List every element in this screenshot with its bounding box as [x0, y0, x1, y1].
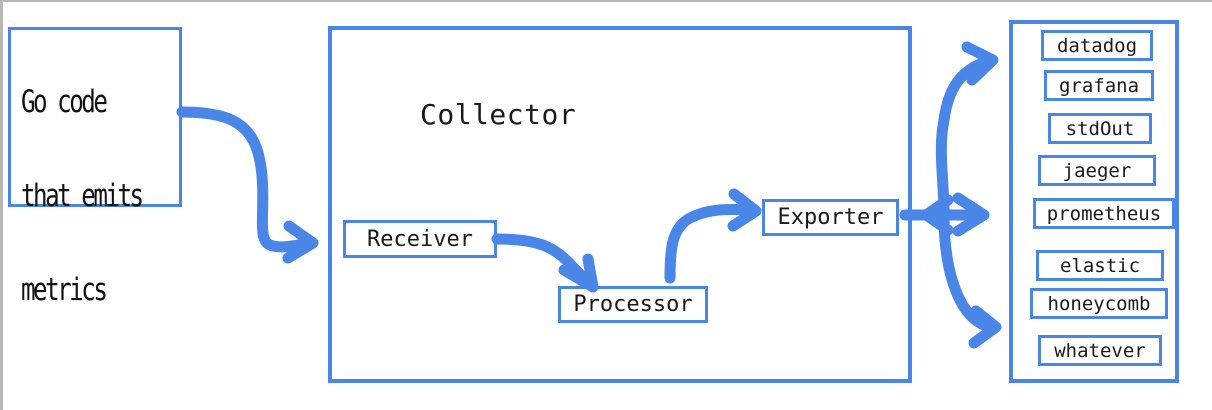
backend-item-grafana: grafana	[1044, 70, 1154, 101]
backend-item-jaeger: jaeger	[1038, 155, 1156, 186]
arrow-source-to-collector	[176, 106, 319, 264]
backend-item-stdout: stdOut	[1048, 113, 1152, 144]
receiver-box: Receiver	[343, 220, 497, 258]
source-line-2: that emits	[21, 178, 144, 214]
backend-item-elastic: elastic	[1036, 250, 1164, 281]
go-code-source-box: Go code that emits metrics	[8, 27, 182, 308]
page-edge-left	[0, 0, 3, 410]
backend-item-prometheus: prometheus	[1033, 198, 1175, 229]
arrow-exporter-to-backends	[899, 41, 1002, 349]
source-line-1: Go code	[21, 84, 108, 120]
backend-item-whatever: whatever	[1038, 335, 1162, 366]
processor-box: Processor	[558, 286, 708, 323]
source-line-3: metrics	[21, 272, 108, 308]
exporter-box: Exporter	[762, 199, 899, 236]
backend-item-honeycomb: honeycomb	[1030, 288, 1168, 319]
collector-title: Collector	[420, 98, 577, 131]
page-edge-top	[0, 0, 1212, 2]
backend-item-datadog: datadog	[1041, 30, 1153, 61]
